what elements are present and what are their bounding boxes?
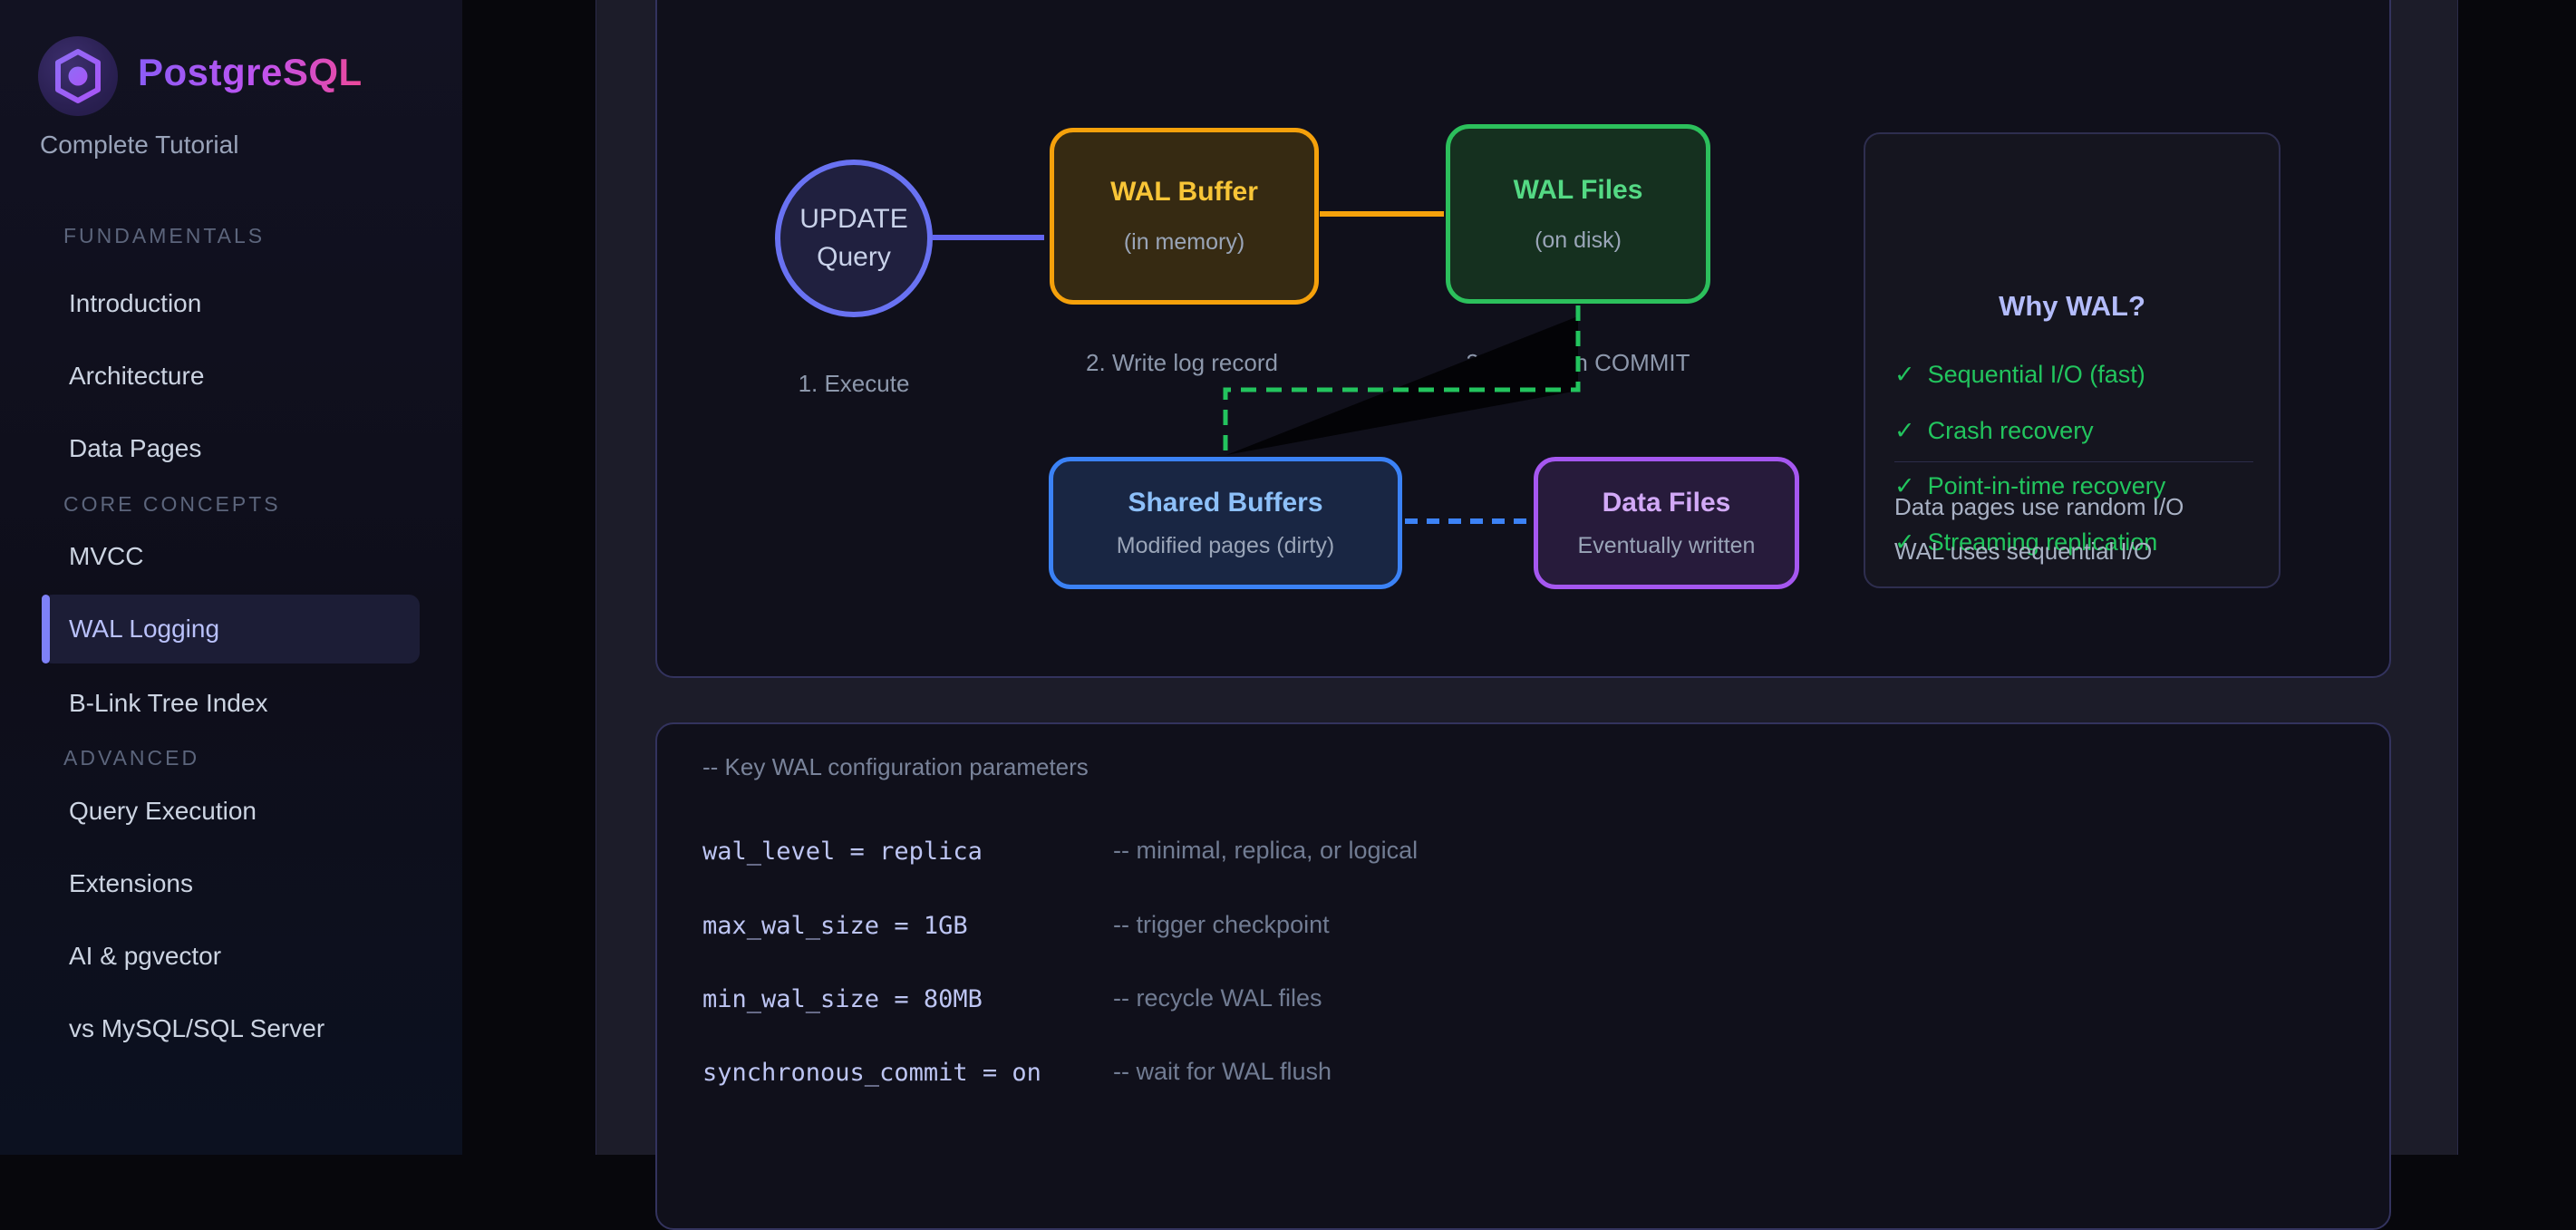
data-files-node: Data Files Eventually written [1534,457,1799,589]
why-wal-item-crash-recovery: ✓ Crash recovery [1894,417,2094,445]
wal-files-node: WAL Files (on disk) [1446,124,1710,304]
app-subtitle: Complete Tutorial [40,131,239,159]
nav-section-fundamentals: FUNDAMENTALS [63,224,266,247]
comment-wal-level: -- minimal, replica, or logical [1113,837,1419,864]
why-wal-item-streaming-replication: ✓ Streaming replication [1894,528,2157,557]
why-wal-item-label: Point-in-time recovery [1927,472,2166,499]
why-wal-title: Why WAL? [1999,290,2145,322]
shared-buffers-subtitle: Modified pages (dirty) [1116,532,1335,558]
app-title: PostgreSQL [138,51,363,93]
sidebar-item-ai-pgvector[interactable]: AI & pgvector [69,942,222,970]
active-item-indicator [42,595,50,663]
sidebar-item-introduction[interactable]: Introduction [69,289,202,317]
sidebar-item-data-pages[interactable]: Data Pages [69,434,202,462]
shared-buffers-title: Shared Buffers [1128,487,1323,518]
why-wal-item-sequential-io: ✓ Sequential I/O (fast) [1894,361,2145,389]
code-header-comment: -- Key WAL configuration parameters [702,753,1089,780]
why-wal-divider [1894,461,2253,462]
why-wal-note-sequential-io: WAL uses sequential I/O [1894,538,2153,565]
sidebar-item-extensions[interactable]: Extensions [69,869,193,897]
why-wal-panel: Why WAL? ✓ Sequential I/O (fast) ✓ Crash… [1864,132,2281,588]
sidebar-item-architecture[interactable]: Architecture [69,362,205,390]
check-icon: ✓ [1894,528,1915,556]
update-query-node: UPDATE Query [775,160,933,317]
code-synchronous-commit: synchronous_commit = on [702,1059,1041,1087]
postgresql-logo-icon [38,36,118,116]
wal-files-title: WAL Files [1513,174,1643,205]
code-min-wal-size: min_wal_size = 80MB [702,985,983,1013]
data-files-subtitle: Eventually written [1577,532,1756,558]
comment-synchronous-commit: -- wait for WAL flush [1113,1058,1332,1085]
check-icon: ✓ [1894,361,1915,388]
sidebar: PostgreSQL Complete Tutorial FUNDAMENTAL… [0,0,462,1155]
wal-buffer-title: WAL Buffer [1110,177,1258,207]
wal-files-subtitle: (on disk) [1535,227,1622,253]
sidebar-item-query-execution[interactable]: Query Execution [69,797,257,825]
check-icon: ✓ [1894,417,1915,444]
code-wal-level: wal_level = replica [702,838,983,866]
nav-section-core-concepts: CORE CONCEPTS [63,492,281,516]
comment-min-wal-size: -- recycle WAL files [1113,984,1322,1012]
step-label-execute: 1. Execute [798,370,910,397]
sidebar-item-wal-logging[interactable]: WAL Logging [42,595,420,663]
why-wal-note-random-io: Data pages use random I/O [1894,493,2184,520]
why-wal-item-pitr: ✓ Point-in-time recovery [1894,472,2165,500]
nav-section-advanced: ADVANCED [63,746,200,770]
update-query-line2: Query [817,242,891,272]
wal-config-code-panel [655,722,2391,1230]
sidebar-item-vs-mysql-sqlserver[interactable]: vs MySQL/SQL Server [69,1014,325,1042]
wal-buffer-subtitle: (in memory) [1123,229,1245,255]
step-label-fsync-on-commit: 3. Fsync on COMMIT [1466,349,1690,376]
sidebar-item-blink-tree-index[interactable]: B-Link Tree Index [69,689,268,717]
sidebar-item-mvcc[interactable]: MVCC [69,542,144,570]
why-wal-item-label: Crash recovery [1927,417,2094,444]
shared-buffers-node: Shared Buffers Modified pages (dirty) [1049,457,1402,589]
why-wal-item-label: Streaming replication [1927,528,2158,556]
update-query-line1: UPDATE [799,204,908,234]
why-wal-item-label: Sequential I/O (fast) [1927,361,2145,388]
data-files-title: Data Files [1602,487,1731,518]
code-max-wal-size: max_wal_size = 1GB [702,912,968,940]
check-icon: ✓ [1894,472,1915,499]
step-label-write-log-record: 2. Write log record [1086,349,1278,376]
wal-buffer-node: WAL Buffer (in memory) [1050,128,1319,305]
comment-max-wal-size: -- trigger checkpoint [1113,911,1330,938]
